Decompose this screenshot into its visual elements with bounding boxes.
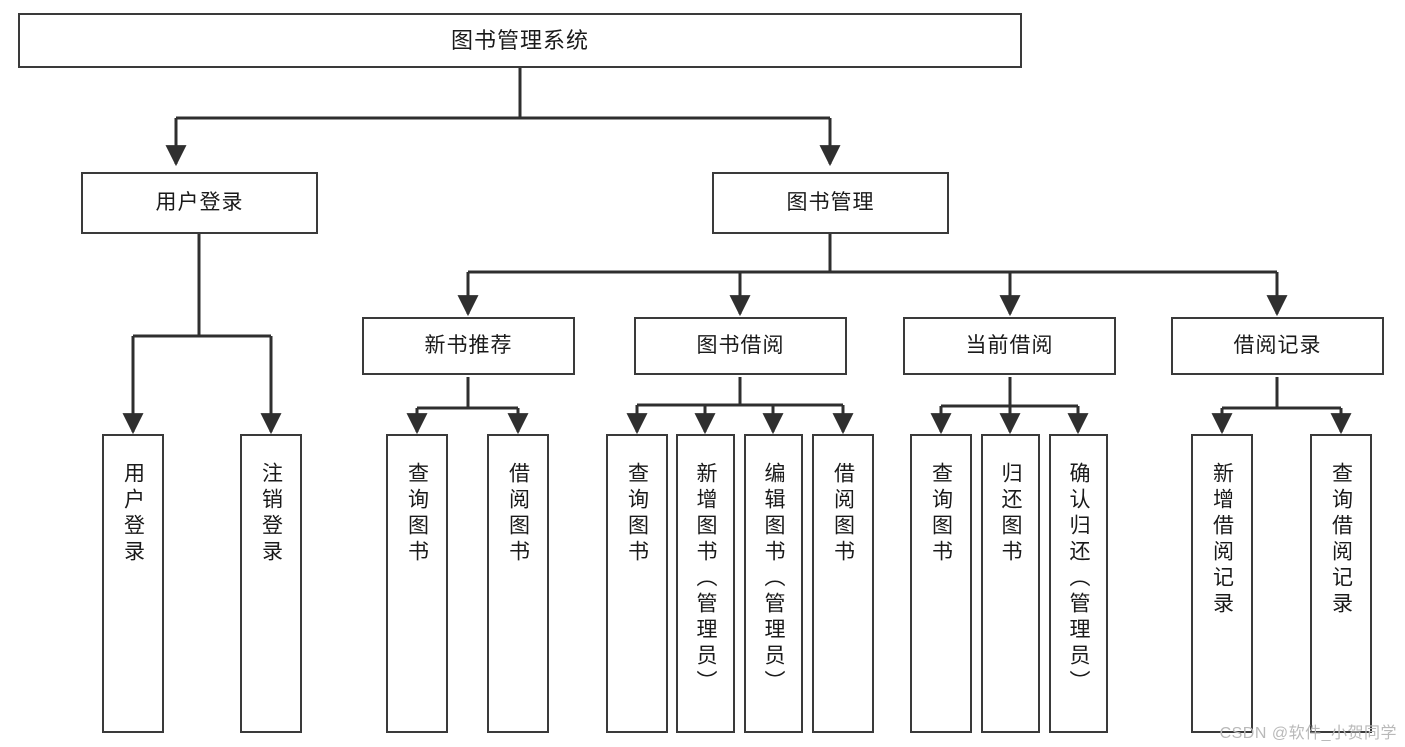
node-label: 借阅记录 <box>1233 333 1322 357</box>
node-label: 编辑图书（管理员） <box>762 462 785 696</box>
node-root-system[interactable]: 图书管理系统 <box>18 13 1022 68</box>
leaf-confirm-return-admin[interactable]: 确认归还（管理员） <box>1049 434 1108 733</box>
node-current-borrow[interactable]: 当前借阅 <box>903 317 1116 375</box>
node-book-management[interactable]: 图书管理 <box>712 172 949 234</box>
node-label: 查询借阅记录 <box>1329 462 1353 618</box>
node-label: 查询图书 <box>929 462 953 566</box>
node-borrow-record[interactable]: 借阅记录 <box>1171 317 1384 375</box>
node-label: 新书推荐 <box>424 333 513 357</box>
node-label: 图书管理系统 <box>450 27 589 53</box>
leaf-return-book[interactable]: 归还图书 <box>981 434 1040 733</box>
leaf-add-book-admin[interactable]: 新增图书（管理员） <box>676 434 735 733</box>
node-label: 用户登录 <box>155 190 244 214</box>
leaf-borrow-book[interactable]: 借阅图书 <box>812 434 874 733</box>
node-label: 借阅图书 <box>831 462 855 566</box>
node-label: 新增图书（管理员） <box>694 462 717 696</box>
node-label: 图书借阅 <box>696 333 785 357</box>
node-label: 用户登录 <box>121 462 145 566</box>
node-label: 查询图书 <box>405 462 429 566</box>
node-new-book-recommend[interactable]: 新书推荐 <box>362 317 575 375</box>
node-label: 新增借阅记录 <box>1210 462 1234 618</box>
leaf-add-borrow-record[interactable]: 新增借阅记录 <box>1191 434 1253 733</box>
leaf-query-book-borrow[interactable]: 查询图书 <box>606 434 668 733</box>
node-book-borrow[interactable]: 图书借阅 <box>634 317 847 375</box>
node-label: 确认归还（管理员） <box>1067 462 1090 696</box>
leaf-edit-book-admin[interactable]: 编辑图书（管理员） <box>744 434 803 733</box>
node-label: 当前借阅 <box>965 333 1054 357</box>
leaf-user-logout[interactable]: 注销登录 <box>240 434 302 733</box>
leaf-query-book-current[interactable]: 查询图书 <box>910 434 972 733</box>
leaf-query-book-recommend[interactable]: 查询图书 <box>386 434 448 733</box>
node-label: 借阅图书 <box>506 462 530 566</box>
node-label: 归还图书 <box>999 462 1022 566</box>
node-label: 查询图书 <box>625 462 649 566</box>
node-label: 注销登录 <box>259 462 283 566</box>
node-user-login[interactable]: 用户登录 <box>81 172 318 234</box>
leaf-borrow-book-recommend[interactable]: 借阅图书 <box>487 434 549 733</box>
leaf-user-login[interactable]: 用户登录 <box>102 434 164 733</box>
watermark: CSDN @软件_小贺同学 <box>1219 725 1397 742</box>
node-label: 图书管理 <box>786 190 875 214</box>
leaf-query-borrow-record[interactable]: 查询借阅记录 <box>1310 434 1372 733</box>
